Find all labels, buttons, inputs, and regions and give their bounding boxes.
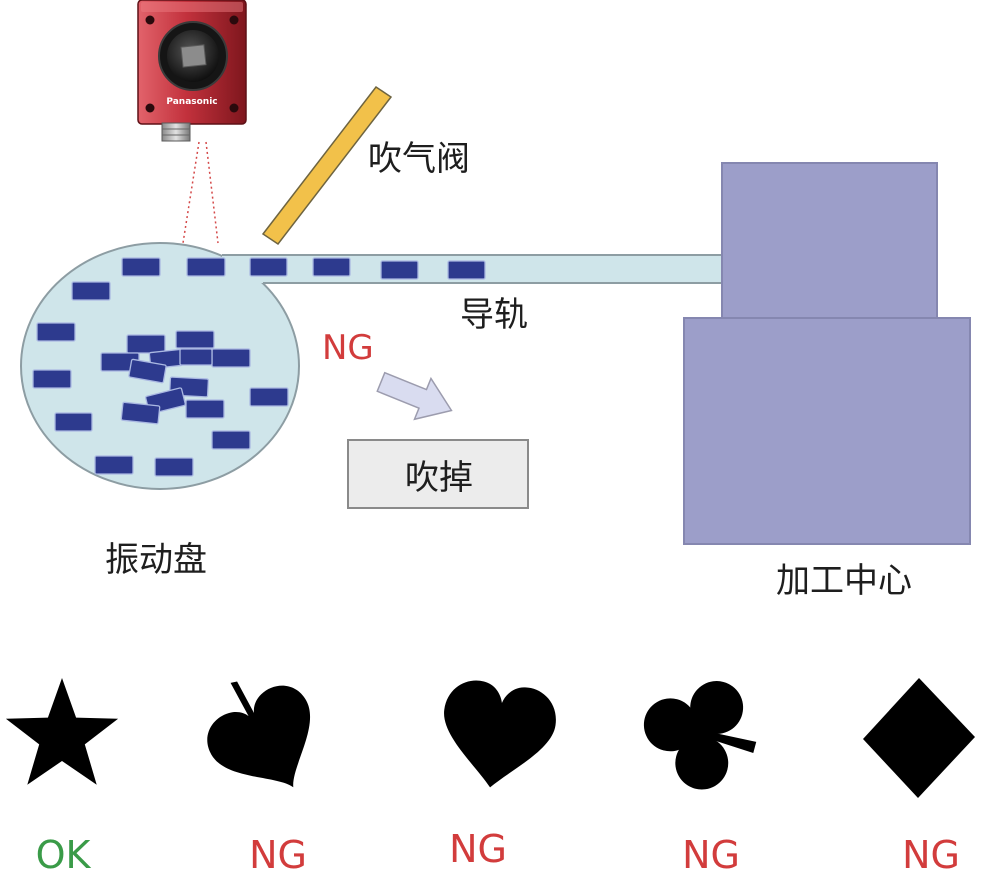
part (175, 330, 215, 349)
heart-icon (444, 680, 556, 788)
part (154, 457, 194, 477)
part (211, 430, 251, 450)
part (54, 412, 93, 432)
blow-off-frame (347, 439, 529, 509)
guide-rail-label: 导轨 (460, 295, 528, 335)
part (312, 257, 351, 277)
camera: Panasonic (137, 0, 247, 142)
part (71, 281, 111, 301)
part (447, 260, 486, 280)
camera-connector (161, 122, 191, 142)
camera-screw (229, 103, 239, 113)
camera-screw (229, 15, 239, 25)
part (185, 399, 225, 419)
club-icon-stem (709, 732, 757, 754)
camera-field-of-view (182, 141, 219, 244)
reject-mark: NG (322, 328, 374, 368)
sample-result-ng: NG (249, 833, 307, 876)
part (186, 257, 226, 277)
machining-center-upper (721, 162, 938, 321)
part (179, 348, 213, 366)
sample-result-ng: NG (682, 833, 740, 876)
part (121, 257, 161, 277)
diamond-icon (863, 678, 975, 798)
camera-top-highlight (141, 2, 243, 12)
part (380, 260, 419, 280)
machining-center-lower (683, 317, 971, 545)
field-of-view-line (182, 141, 200, 244)
blow-off-box: 吹掉 (347, 439, 529, 509)
part (211, 348, 251, 368)
camera-screw (145, 15, 155, 25)
part (36, 322, 76, 342)
part (249, 257, 288, 277)
parts (32, 257, 486, 477)
blow-off-label: 吹掉 (405, 458, 473, 498)
machining-center (683, 162, 971, 545)
machining-center-label: 加工中心 (776, 561, 912, 601)
reject-arrow (376, 371, 453, 421)
part (32, 369, 72, 389)
star-icon (5, 678, 119, 785)
sample-result-ok: OK (36, 833, 92, 876)
sample-result-ng: NG (902, 833, 960, 876)
spade-icon (207, 681, 311, 788)
club-icon-core (674, 711, 715, 759)
part (94, 455, 134, 475)
air-valve-label: 吹气阀 (368, 139, 470, 179)
vibration-bowl-label: 振动盘 (105, 540, 207, 580)
camera-sensor (180, 44, 207, 68)
part (249, 387, 289, 407)
part (120, 401, 161, 425)
part (126, 334, 166, 354)
club-icon-lobe (643, 698, 697, 752)
club-icon (643, 681, 757, 790)
camera-screw (145, 103, 155, 113)
air-valve (261, 85, 393, 246)
sample-result-ng: NG (449, 827, 507, 871)
club-icon-lobe (675, 736, 729, 790)
camera-brand-logo: Panasonic (166, 97, 217, 107)
field-of-view-line (205, 141, 219, 244)
part (128, 358, 167, 384)
